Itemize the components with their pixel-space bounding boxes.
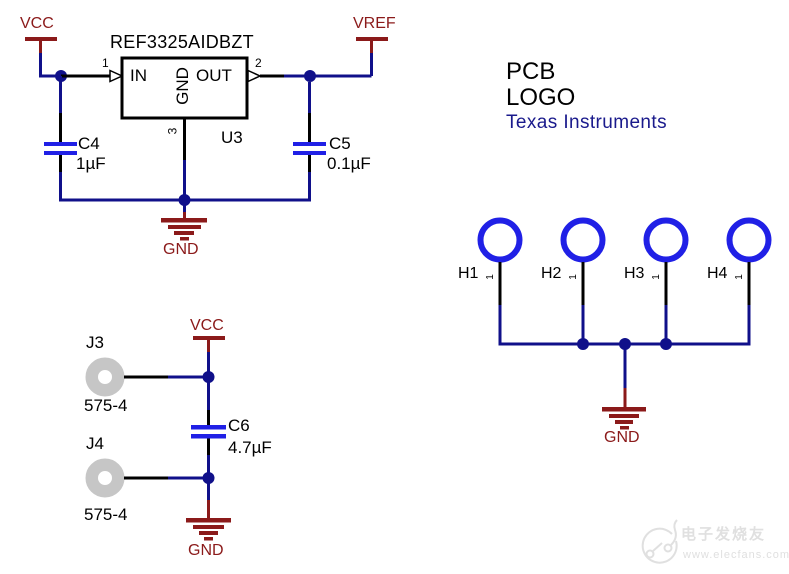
gnd-symbol-bar: [204, 537, 213, 541]
pcb-logo-line1: PCB: [506, 58, 556, 85]
u3-refdes: U3: [221, 128, 243, 147]
gnd-symbol-bar: [602, 407, 646, 412]
watermark-circle: [641, 527, 678, 564]
j4-pad: [85, 458, 125, 498]
pin2-output-triangle: [247, 69, 262, 83]
vref-power-bar: [356, 37, 388, 41]
watermark-node: [645, 549, 655, 559]
u3-pin-in-label: IN: [130, 66, 147, 85]
mounting-hole-h3: [643, 217, 689, 263]
c6-capacitor-plate: [191, 425, 226, 430]
c4-capacitor-plate: [44, 142, 77, 146]
c5-capacitor-plate: [293, 142, 326, 146]
h4-refdes: H4: [707, 265, 728, 282]
gnd-symbol-bar: [193, 525, 224, 529]
gnd-symbol-bar: [168, 225, 201, 229]
watermark-tail: [670, 519, 678, 546]
pcb-logo-line2: LOGO: [506, 84, 576, 111]
jumper-circuit: [85, 336, 231, 541]
junction-dot: [577, 338, 589, 350]
net-label-vcc: VCC: [190, 317, 224, 334]
gnd-symbol-bar: [161, 218, 207, 223]
c6-capacitor-plate: [191, 434, 226, 439]
gnd-symbol-bar: [174, 231, 194, 235]
watermark-url: www.elecfans.com: [683, 549, 789, 561]
h3-pin-number: 1: [650, 274, 662, 280]
u3-part-number: REF3325AIDBZT: [110, 32, 254, 52]
gnd-symbol-bar: [180, 237, 189, 241]
u3-pin-out-label: OUT: [196, 66, 232, 85]
watermark-trace: [652, 542, 663, 552]
gnd-symbol-bar: [620, 426, 629, 430]
mounting-hole-h4: [726, 217, 772, 263]
net-label-vref: VREF: [353, 15, 396, 32]
junction-dot: [304, 70, 316, 82]
vcc-power-bar: [193, 336, 225, 340]
gnd-symbol-bar: [615, 420, 633, 424]
j3-refdes: J3: [86, 333, 104, 352]
c5-capacitor-plate: [293, 151, 326, 155]
watermark-logo-icon: [641, 519, 678, 564]
pin1-number: 1: [102, 56, 109, 70]
c6-refdes: C6: [228, 416, 250, 435]
c6-value: 4.7µF: [228, 438, 272, 457]
j3-pad: [85, 357, 125, 397]
regulator-circuit: [25, 37, 388, 241]
net-label-vcc: VCC: [20, 15, 54, 32]
gnd-symbol-bar: [609, 414, 639, 418]
gnd-symbol-bar: [199, 531, 218, 535]
watermark-title: 电子发烧友: [681, 526, 767, 543]
brand-label: Texas Instruments: [506, 112, 667, 133]
watermark-node: [663, 543, 673, 553]
c4-refdes: C4: [78, 134, 100, 153]
junction-dot: [660, 338, 672, 350]
mounting-holes-circuit: [477, 217, 772, 430]
pin2-number: 2: [255, 56, 262, 70]
h1-refdes: H1: [458, 265, 479, 282]
h4-pin-number: 1: [733, 274, 745, 280]
net-label-gnd: GND: [604, 429, 640, 446]
j4-value: 575-4: [84, 505, 128, 524]
net-label-gnd: GND: [163, 241, 199, 258]
gnd-symbol-bar: [186, 518, 231, 523]
c4-value: 1µF: [76, 154, 106, 173]
h3-refdes: H3: [624, 265, 645, 282]
h2-refdes: H2: [541, 265, 562, 282]
u3-pin-gnd-label: GND: [173, 67, 193, 105]
pin3-number: 3: [165, 127, 180, 135]
u3-body: [120, 56, 249, 120]
mounting-hole-h2: [560, 217, 606, 263]
c5-refdes: C5: [329, 134, 351, 153]
mounting-hole-h1: [477, 217, 523, 263]
pin1-input-triangle: [109, 69, 124, 83]
net-label-gnd: GND: [188, 542, 224, 559]
c4-capacitor-plate: [44, 151, 77, 155]
vcc-power-bar: [25, 37, 57, 41]
c5-value: 0.1µF: [327, 154, 371, 173]
j4-refdes: J4: [86, 434, 104, 453]
j3-value: 575-4: [84, 396, 128, 415]
h1-pin-number: 1: [484, 274, 496, 280]
h2-pin-number: 1: [567, 274, 579, 280]
